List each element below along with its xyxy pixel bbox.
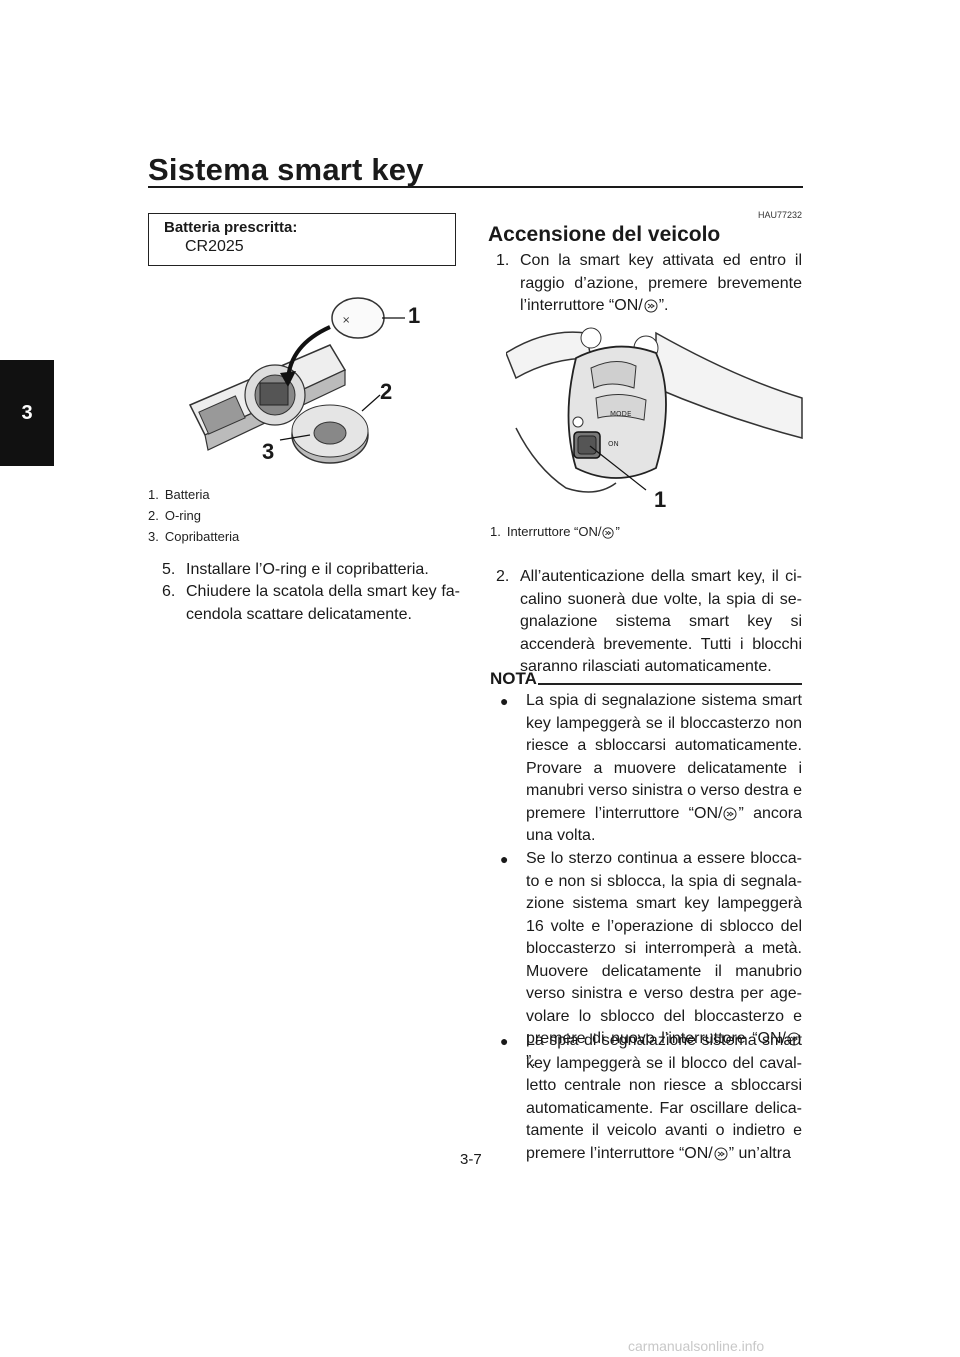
on-switch-icon (714, 1147, 728, 1160)
page-title: Sistema smart key (148, 152, 424, 187)
caption-item: 1.Batteria (148, 487, 210, 502)
caption-item: 2.O-ring (148, 508, 201, 523)
chapter-tab: 3 (0, 360, 54, 466)
on-switch-icon (644, 299, 658, 313)
callout-1: 1 (408, 303, 421, 328)
nota-bullet: ● La spia di segnalazione sistema smart … (500, 690, 802, 848)
step-2: 2. All’autenticazione della smart key, i… (496, 568, 802, 675)
on-switch-icon (787, 1032, 801, 1046)
spec-label: Batteria prescritta: (164, 219, 298, 236)
callout-3: 3 (262, 439, 275, 464)
nota-bullet: ● Se lo sterzo continua a essere blocca­… (500, 848, 802, 1073)
mode-label: MODE (610, 410, 631, 418)
reference-code: HAU77232 (758, 210, 803, 220)
page-number: 3-7 (460, 1151, 482, 1168)
spec-value: CR2025 (185, 238, 244, 255)
bullet-icon: ● (500, 851, 509, 867)
nota-bullet: ● La spia di segnalazione sistema smart … (500, 1030, 802, 1165)
watermark: carmanualsonline.info (628, 1338, 765, 1354)
battery-illustration: × (188, 297, 405, 464)
callout-2: 2 (380, 379, 393, 404)
nota-label: NOTA (490, 669, 537, 688)
nota-rule (538, 683, 802, 685)
bullet-icon: ● (500, 693, 509, 709)
handlebar-switch-illustration: MODE ON (506, 327, 803, 493)
bullet-icon: ● (500, 1033, 509, 1049)
callout-switch: 1 (654, 487, 667, 512)
section-heading: Accensione del veicolo (488, 223, 721, 246)
caption-item: 3.Copribatteria (148, 529, 240, 544)
caption-switch: 1. Interruttore “ON/” (490, 524, 620, 539)
svg-text:×: × (342, 315, 350, 326)
on-switch-icon (602, 527, 615, 539)
on-switch-icon (723, 807, 737, 820)
on-label: ON (608, 440, 619, 448)
step-6: 6. Chiudere la scatola della smart key f… (162, 583, 460, 623)
step-5: 5. Installare l’O-ring e il copribatteri… (162, 561, 429, 578)
title-rule (148, 186, 803, 188)
spec-box (148, 213, 456, 266)
step-1: 1. Con la smart key attivata ed entro il… (496, 252, 802, 314)
